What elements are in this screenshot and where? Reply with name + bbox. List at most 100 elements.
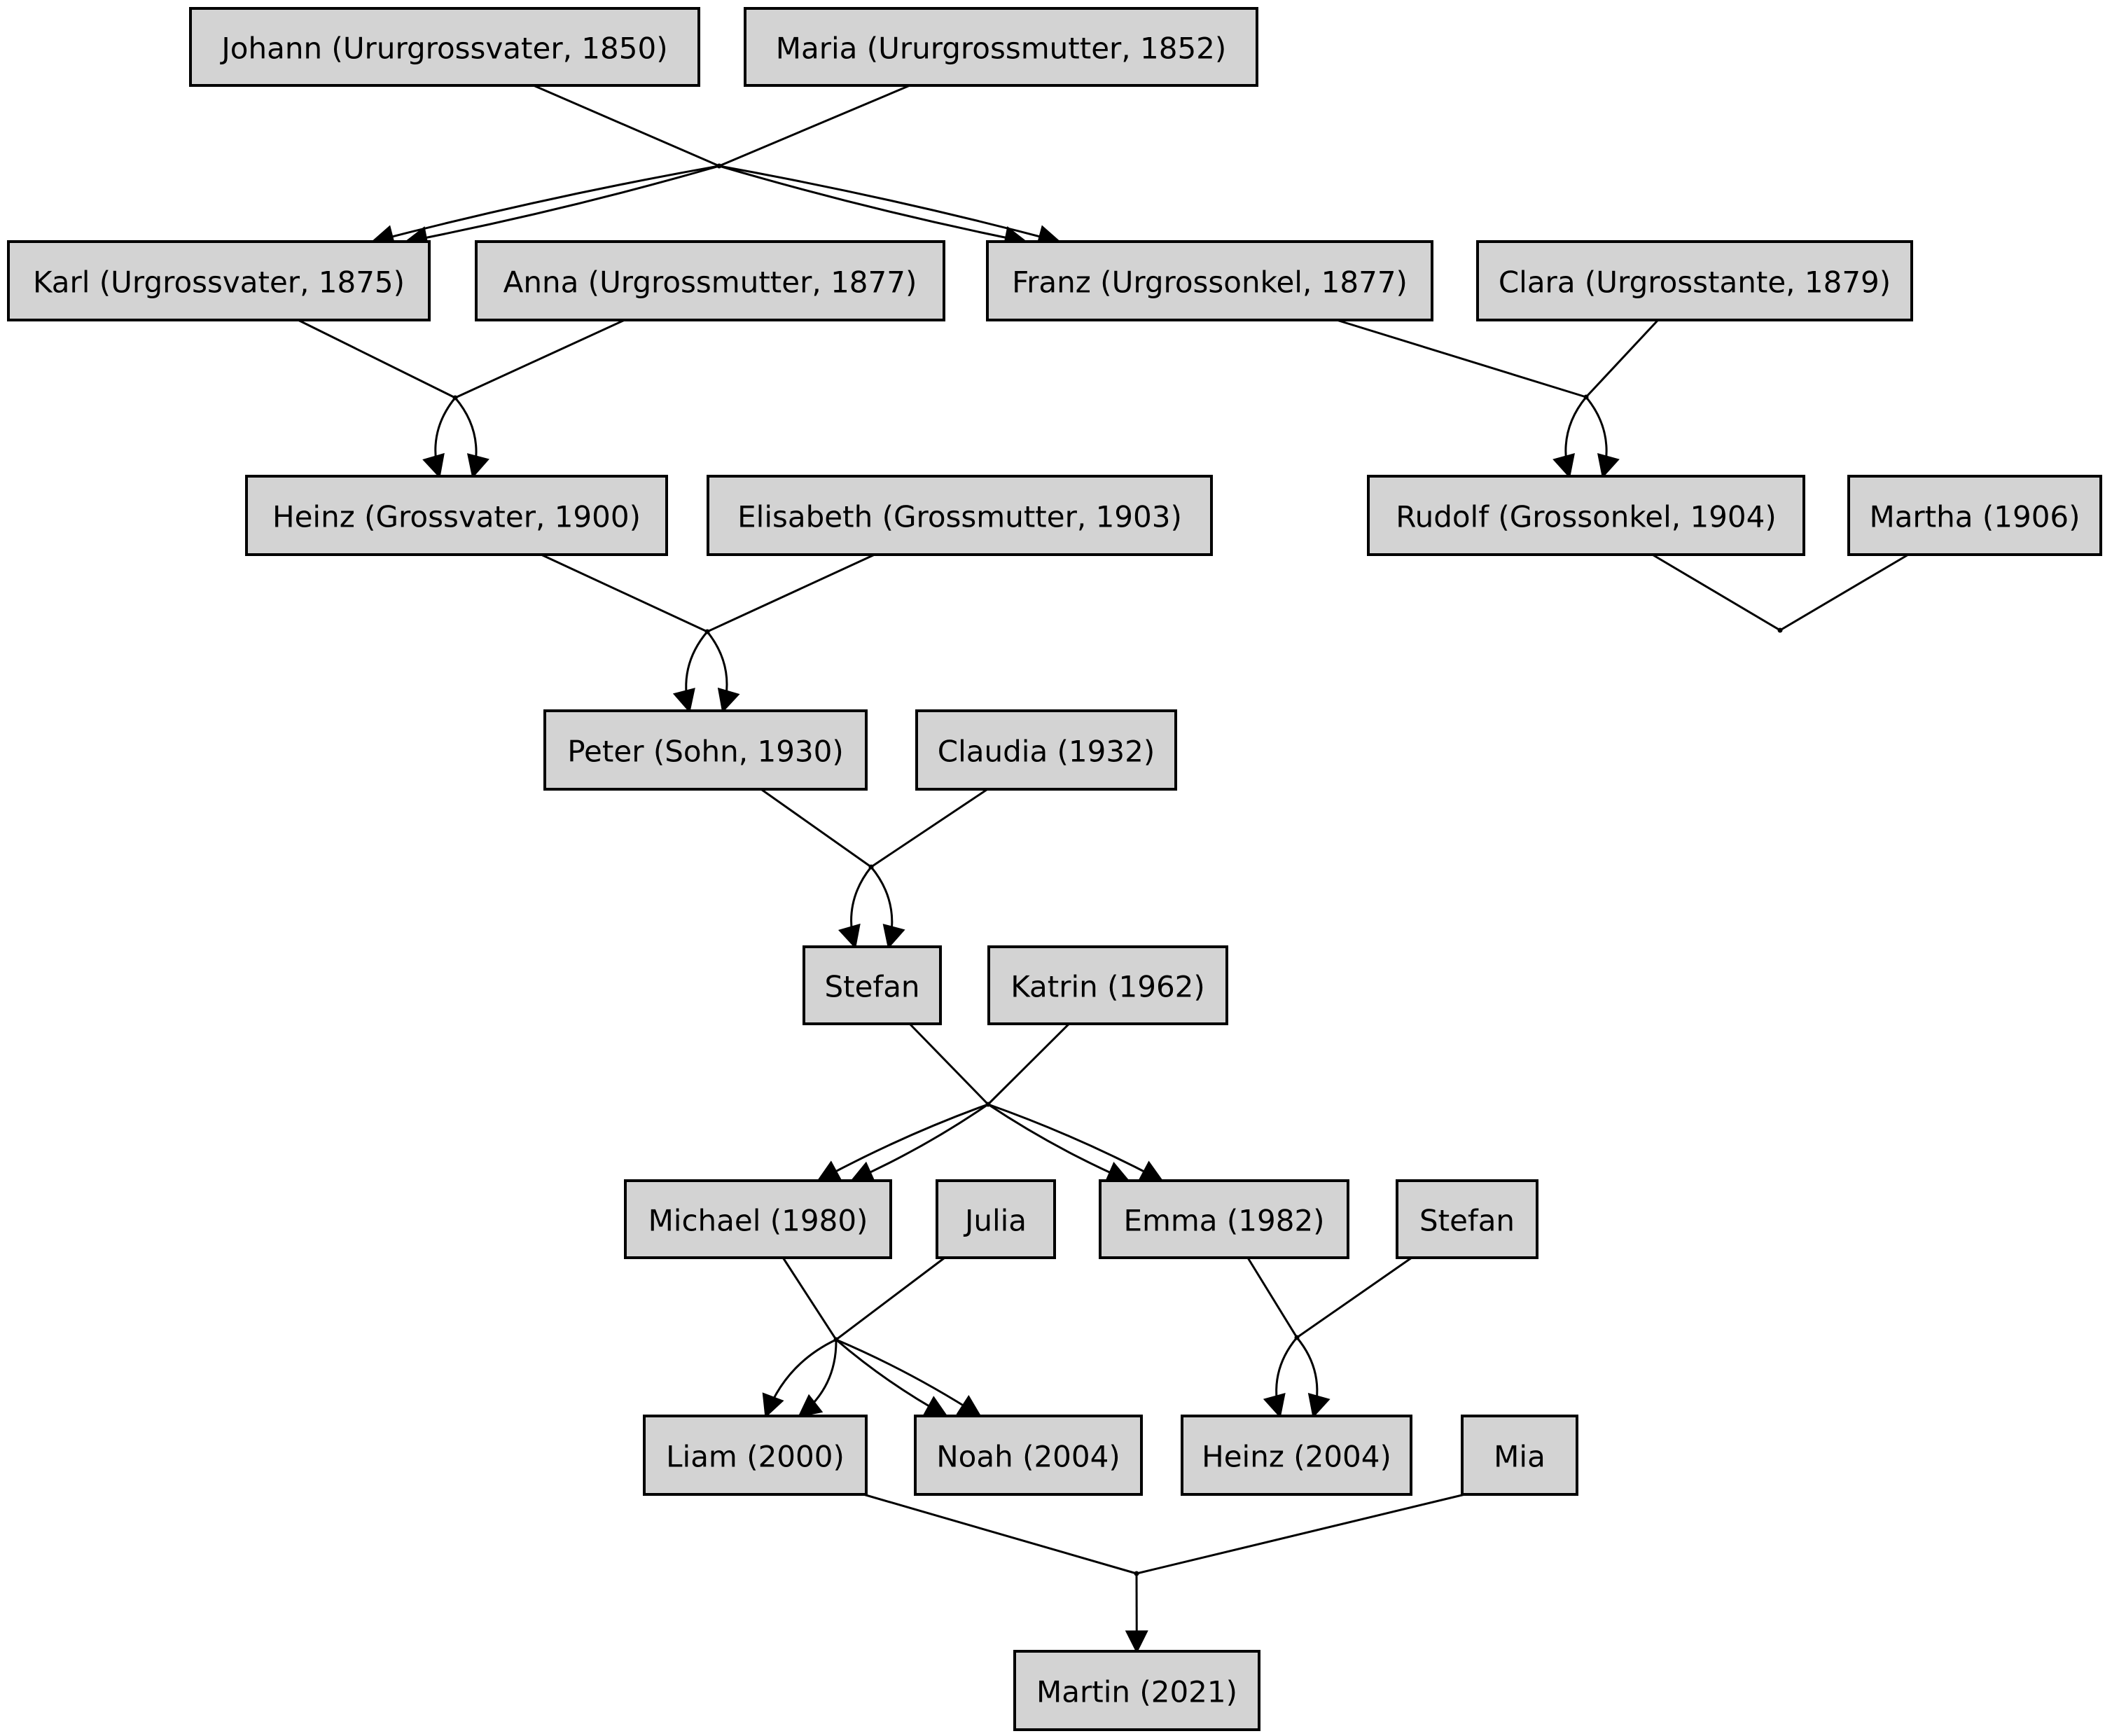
person-label-emma: Emma (1982) [1123, 1204, 1324, 1238]
edge-u1-to-karl [404, 165, 720, 249]
edge-u3-to-rudolf [1585, 396, 1620, 479]
edge-rudolf-to-u5 [1651, 553, 1781, 632]
union-junction-u7 [985, 1102, 991, 1107]
person-label-stefan1: Stefan [824, 970, 919, 1004]
person-node-anna: Anna (Urgrossmutter, 1877) [475, 240, 945, 321]
person-box-peter [543, 709, 868, 791]
edge-anna-to-u2 [454, 319, 625, 399]
person-box-noah [914, 1415, 1143, 1496]
union-junction-u5 [1777, 627, 1783, 633]
person-box-mia [1461, 1415, 1578, 1496]
person-node-peter: Peter (Sohn, 1930) [543, 709, 868, 791]
person-label-heinz: Heinz (Grossvater, 1900) [272, 500, 641, 534]
person-node-noah: Noah (2004) [914, 1415, 1143, 1496]
person-node-johann: Johann (Ururgrossvater, 1850) [189, 7, 700, 87]
person-label-liam: Liam (2000) [666, 1440, 845, 1474]
person-label-franz: Franz (Urgrossonkel, 1877) [1012, 265, 1408, 300]
person-box-franz [986, 240, 1433, 321]
person-node-claudia: Claudia (1932) [915, 709, 1177, 791]
person-node-liam: Liam (2000) [643, 1415, 868, 1496]
person-label-katrin: Katrin (1962) [1010, 970, 1205, 1004]
person-box-martha [1847, 475, 2102, 556]
edge-claudia-to-u6 [870, 788, 989, 868]
person-node-karl: Karl (Urgrossvater, 1875) [7, 240, 431, 321]
union-junction-u6 [868, 864, 874, 870]
person-node-emma: Emma (1982) [1099, 1179, 1349, 1259]
edge-u6-to-stefan1 [838, 866, 873, 950]
edges-layer [298, 84, 1909, 1654]
person-node-stefan1: Stefan [803, 945, 942, 1025]
edge-martha-to-u5 [1779, 553, 1909, 632]
nodes-layer: Johann (Ururgrossvater, 1850) Maria (Urur… [7, 7, 2102, 1731]
person-node-maria: Maria (Ururgrossmutter, 1852) [744, 7, 1258, 87]
union-junction-u8 [833, 1337, 839, 1342]
edge-franz-to-u3 [1336, 319, 1587, 398]
edge-u7-to-michael [849, 1103, 989, 1183]
edge-u4-to-peter [672, 631, 709, 714]
edge-u7-to-michael [816, 1103, 989, 1182]
person-node-rudolf: Rudolf (Grossonkel, 1904) [1367, 475, 1805, 556]
edge-u3-to-rudolf [1552, 396, 1588, 479]
person-box-johann [189, 7, 700, 87]
person-box-clara [1476, 240, 1913, 321]
person-box-katrin [987, 945, 1228, 1025]
edge-u2-to-heinz [454, 397, 489, 479]
person-label-heinz2: Heinz (2004) [1202, 1440, 1391, 1474]
person-box-michael [624, 1179, 892, 1259]
person-node-michael: Michael (1980) [624, 1179, 892, 1259]
person-label-julia: Julia [963, 1204, 1027, 1238]
person-label-stefan2: Stefan [1419, 1204, 1515, 1238]
edge-u1-to-franz [718, 165, 1028, 249]
edge-u8-to-liam [762, 1338, 837, 1419]
edge-johann-to-u1 [533, 84, 720, 167]
person-box-rudolf [1367, 475, 1805, 556]
person-label-karl: Karl (Urgrossvater, 1875) [33, 265, 405, 300]
person-box-elisabeth [707, 475, 1213, 556]
edge-peter-to-u6 [760, 788, 872, 868]
person-label-elisabeth: Elisabeth (Grossmutter, 1903) [737, 500, 1182, 534]
edge-katrin-to-u7 [987, 1022, 1070, 1106]
person-label-mia: Mia [1494, 1440, 1545, 1474]
edge-u1-to-karl [370, 165, 720, 248]
person-label-peter: Peter (Sohn, 1930) [567, 735, 844, 769]
edge-u1-to-franz [718, 165, 1062, 248]
edge-u9-to-heinz2 [1295, 1337, 1331, 1419]
person-node-heinz2: Heinz (2004) [1181, 1415, 1412, 1496]
person-label-noah: Noah (2004) [936, 1440, 1120, 1474]
union-junction-u4 [704, 629, 710, 634]
person-node-martha: Martha (1906) [1847, 475, 2102, 556]
union-junction-u9 [1294, 1335, 1300, 1340]
edge-karl-to-u2 [298, 319, 456, 399]
union-junction-u2 [452, 395, 458, 401]
edge-julia-to-u8 [835, 1256, 945, 1341]
person-box-martin [1013, 1650, 1260, 1731]
person-box-claudia [915, 709, 1177, 791]
person-node-stefan2: Stefan [1396, 1179, 1538, 1259]
person-box-emma [1099, 1179, 1349, 1259]
person-label-michael: Michael (1980) [648, 1204, 868, 1238]
edge-mia-to-u10 [1136, 1493, 1466, 1575]
person-label-johann: Johann (Ururgrossvater, 1850) [219, 32, 667, 66]
edge-u7-to-emma [987, 1103, 1131, 1183]
person-box-maria [744, 7, 1258, 87]
union-junction-u3 [1583, 394, 1589, 400]
person-box-karl [7, 240, 431, 321]
person-box-anna [475, 240, 945, 321]
person-label-claudia: Claudia (1932) [938, 735, 1155, 769]
person-node-elisabeth: Elisabeth (Grossmutter, 1903) [707, 475, 1213, 556]
person-box-liam [643, 1415, 868, 1496]
person-label-anna: Anna (Urgrossmutter, 1877) [503, 265, 917, 300]
person-node-franz: Franz (Urgrossonkel, 1877) [986, 240, 1433, 321]
person-node-martin: Martin (2021) [1013, 1650, 1260, 1731]
edge-liam-to-u10 [863, 1493, 1137, 1575]
edge-stefan2-to-u9 [1296, 1256, 1412, 1339]
edge-u8-to-noah [835, 1338, 949, 1417]
person-node-julia: Julia [936, 1179, 1056, 1259]
edge-emma-to-u9 [1246, 1257, 1298, 1338]
edge-u2-to-heinz [422, 397, 457, 479]
edge-u7-to-emma [987, 1103, 1164, 1182]
edge-u8-to-noah [835, 1338, 982, 1417]
person-box-stefan1 [803, 945, 942, 1025]
person-label-maria: Maria (Ururgrossmutter, 1852) [776, 32, 1227, 66]
